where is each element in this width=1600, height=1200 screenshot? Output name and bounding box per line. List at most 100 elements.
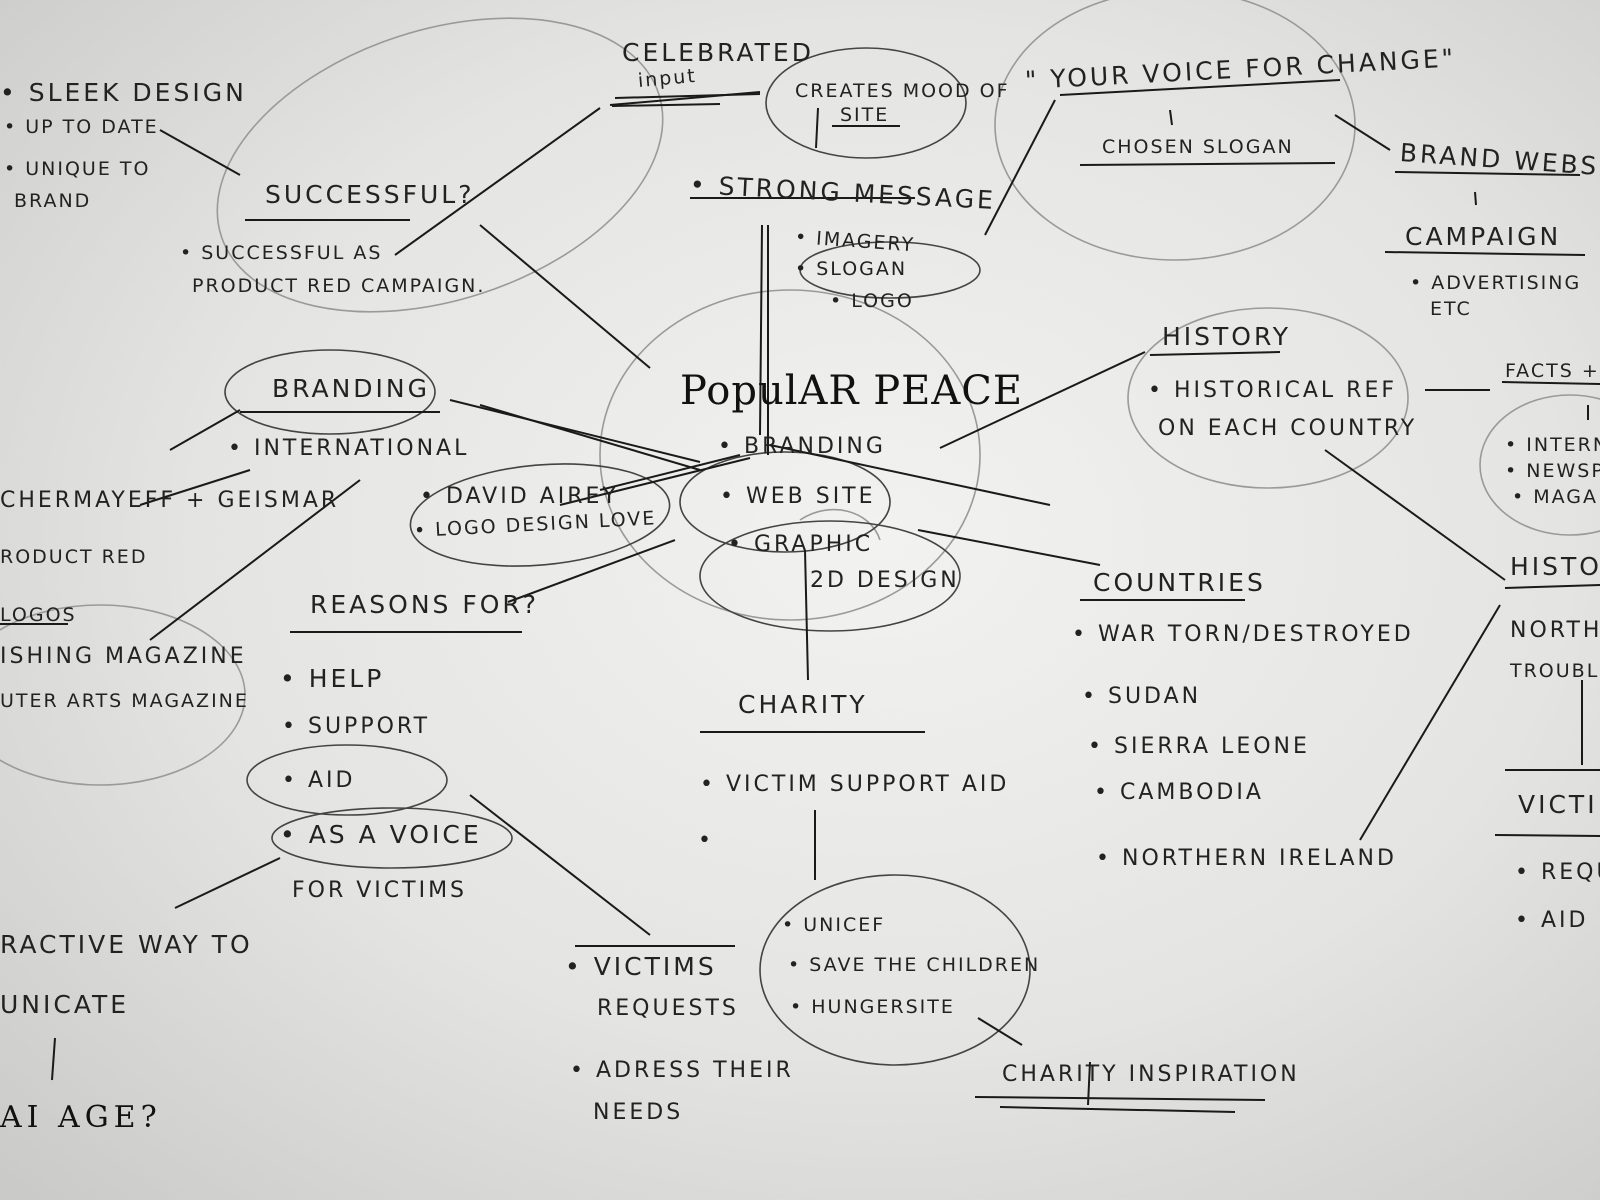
center-branding-label: BRANDING <box>743 434 886 459</box>
charity-hungersite: • HUNGERSITE <box>790 996 955 1018</box>
branding-chermayeff: CHERMAYEFF + GEISMAR <box>0 488 340 513</box>
slogan-item: • SLOGAN <box>795 258 908 280</box>
country-war-torn-label: WAR TORN/DESTROYED <box>1097 622 1414 647</box>
charity-save-children: • SAVE THE CHILDREN <box>788 954 1041 976</box>
reasons-support-label: SUPPORT <box>307 714 431 739</box>
center-web-site: • WEB SITE <box>720 484 876 509</box>
branding-international-label: INTERNATIONAL <box>253 436 470 461</box>
charity-examples-oval <box>759 874 1031 1066</box>
facts-newspaper-label: NEWSPA <box>1526 460 1600 482</box>
logo-item: • LOGO <box>830 290 914 312</box>
successful-item-line2: PRODUCT RED CAMPAIGN. <box>192 275 486 297</box>
country-sudan: • SUDAN <box>1082 684 1202 709</box>
history2-troubles: TROUBL <box>1510 660 1600 682</box>
branding-title: BRANDING <box>272 374 431 403</box>
history-item-line2: ON EACH COUNTRY <box>1158 416 1418 441</box>
reasons-for-victims: FOR VICTIMS <box>292 878 468 903</box>
branding-computer-arts: UTER ARTS MAGAZINE <box>0 690 249 712</box>
celebrated-line1: CELEBRATED <box>622 38 814 67</box>
center-circle <box>599 289 981 621</box>
history2-aid: • AID <box>1515 908 1589 933</box>
as-a-voice-oval <box>271 807 513 869</box>
slogan-label: SLOGAN <box>816 258 908 280</box>
countries-title: COUNTRIES <box>1093 568 1266 597</box>
web-site-oval <box>679 451 891 553</box>
country-sierra-leone-label: SIERRA LEONE <box>1113 734 1310 759</box>
country-sudan-label: SUDAN <box>1107 684 1202 709</box>
creates-mood-line1: CREATES MOOD OF <box>795 80 1010 102</box>
successful-item-line1-label: SUCCESSFUL AS <box>201 242 383 264</box>
logo-label: LOGO <box>851 290 914 312</box>
david-airey: • DAVID AIREY <box>420 484 619 509</box>
successful-oval <box>216 17 664 313</box>
country-cambodia: • CAMBODIA <box>1094 780 1264 805</box>
facts-oval <box>1479 394 1600 536</box>
history2-requests: • REQU <box>1515 860 1600 885</box>
center-graphic: • GRAPHIC <box>728 532 874 557</box>
reasons-help-label: HELP <box>308 664 385 693</box>
country-northern-ireland-label: NORTHERN IRELAND <box>1121 846 1397 871</box>
successful-title: SUCCESSFUL? <box>265 180 475 209</box>
center-graphic-label: GRAPHIC <box>753 532 874 557</box>
advertising-line2: ETC <box>1430 298 1472 320</box>
charity-unicef-label: UNICEF <box>803 914 886 936</box>
graphic-oval <box>699 520 961 632</box>
creates-mood-oval <box>765 47 967 159</box>
charity-unicef: • UNICEF <box>782 914 886 936</box>
sleek-design-label: SLEEK DESIGN <box>28 78 247 107</box>
center-title: PopulAR PEACE <box>680 368 1024 414</box>
facts-internet-label: INTERN <box>1526 434 1600 456</box>
advertising-line1: • ADVERTISING <box>1410 272 1582 294</box>
charity-inspiration: CHARITY INSPIRATION <box>1002 1062 1300 1087</box>
facts-internet: • INTERN <box>1505 434 1600 456</box>
charity-title: CHARITY <box>738 690 868 719</box>
slogan-circle <box>994 0 1356 261</box>
branding-oval <box>224 349 436 435</box>
victims-requests-line1-label: VICTIMS <box>593 952 717 981</box>
charity-empty-bullet: • <box>698 828 714 853</box>
reasons-help: • HELP <box>280 664 385 693</box>
facts-magazine: • MAGA <box>1512 486 1599 508</box>
country-northern-ireland: • NORTHERN IRELAND <box>1096 846 1397 871</box>
history2-requests-label: REQU <box>1540 860 1600 885</box>
history2-aid-label: AID <box>1540 908 1589 933</box>
david-airey-oval <box>409 463 671 567</box>
underlines <box>0 79 1600 1113</box>
victims-requests-line2: REQUESTS <box>597 996 739 1021</box>
victim-support-aid-label: VICTIM SUPPORT AID <box>725 772 1010 797</box>
unique-line2: BRAND <box>14 190 92 212</box>
david-airey-label: DAVID AIREY <box>445 484 619 509</box>
creates-mood-line2: SITE <box>840 104 890 126</box>
digital-age: AI AGE? <box>0 1100 162 1135</box>
country-cambodia-label: CAMBODIA <box>1119 780 1264 805</box>
reasons-aid-label: AID <box>307 768 356 793</box>
campaign-title: CAMPAIGN <box>1405 222 1562 251</box>
unique-line1: • UNIQUE TO <box>4 158 151 180</box>
center-branding: • BRANDING <box>718 434 886 459</box>
charity-hungersite-label: HUNGERSITE <box>811 996 955 1018</box>
center-2d-design: 2D DESIGN <box>810 568 960 593</box>
communicate: UNICATE <box>0 990 130 1019</box>
history-item-line1: • HISTORICAL REF <box>1148 378 1398 403</box>
center-web-site-label: WEB SITE <box>745 484 876 509</box>
facts-magazine-label: MAGA <box>1533 486 1599 508</box>
interactive-way: RACTIVE WAY TO <box>0 930 253 959</box>
sleek-design: • SLEEK DESIGN <box>0 78 247 107</box>
history2-northern: NORTHE <box>1510 618 1600 643</box>
unique-line1-label: UNIQUE TO <box>25 158 151 180</box>
up-to-date: • UP TO DATE <box>4 116 159 138</box>
reasons-support: • SUPPORT <box>282 714 431 739</box>
reasons-aid: • AID <box>282 768 356 793</box>
history-item-line1-label: HISTORICAL REF <box>1173 378 1398 403</box>
history2-victims: VICTIM <box>1518 790 1600 819</box>
successful-item-line1: • SUCCESSFUL AS <box>180 242 383 264</box>
history-title: HISTORY <box>1162 322 1292 351</box>
facts-newspaper: • NEWSPA <box>1505 460 1600 482</box>
country-sierra-leone: • SIERRA LEONE <box>1088 734 1310 759</box>
slogan-oval <box>799 241 981 299</box>
branding-international: • INTERNATIONAL <box>228 436 470 461</box>
history2-title: HISTOR <box>1510 552 1600 581</box>
aid-oval <box>246 744 448 816</box>
